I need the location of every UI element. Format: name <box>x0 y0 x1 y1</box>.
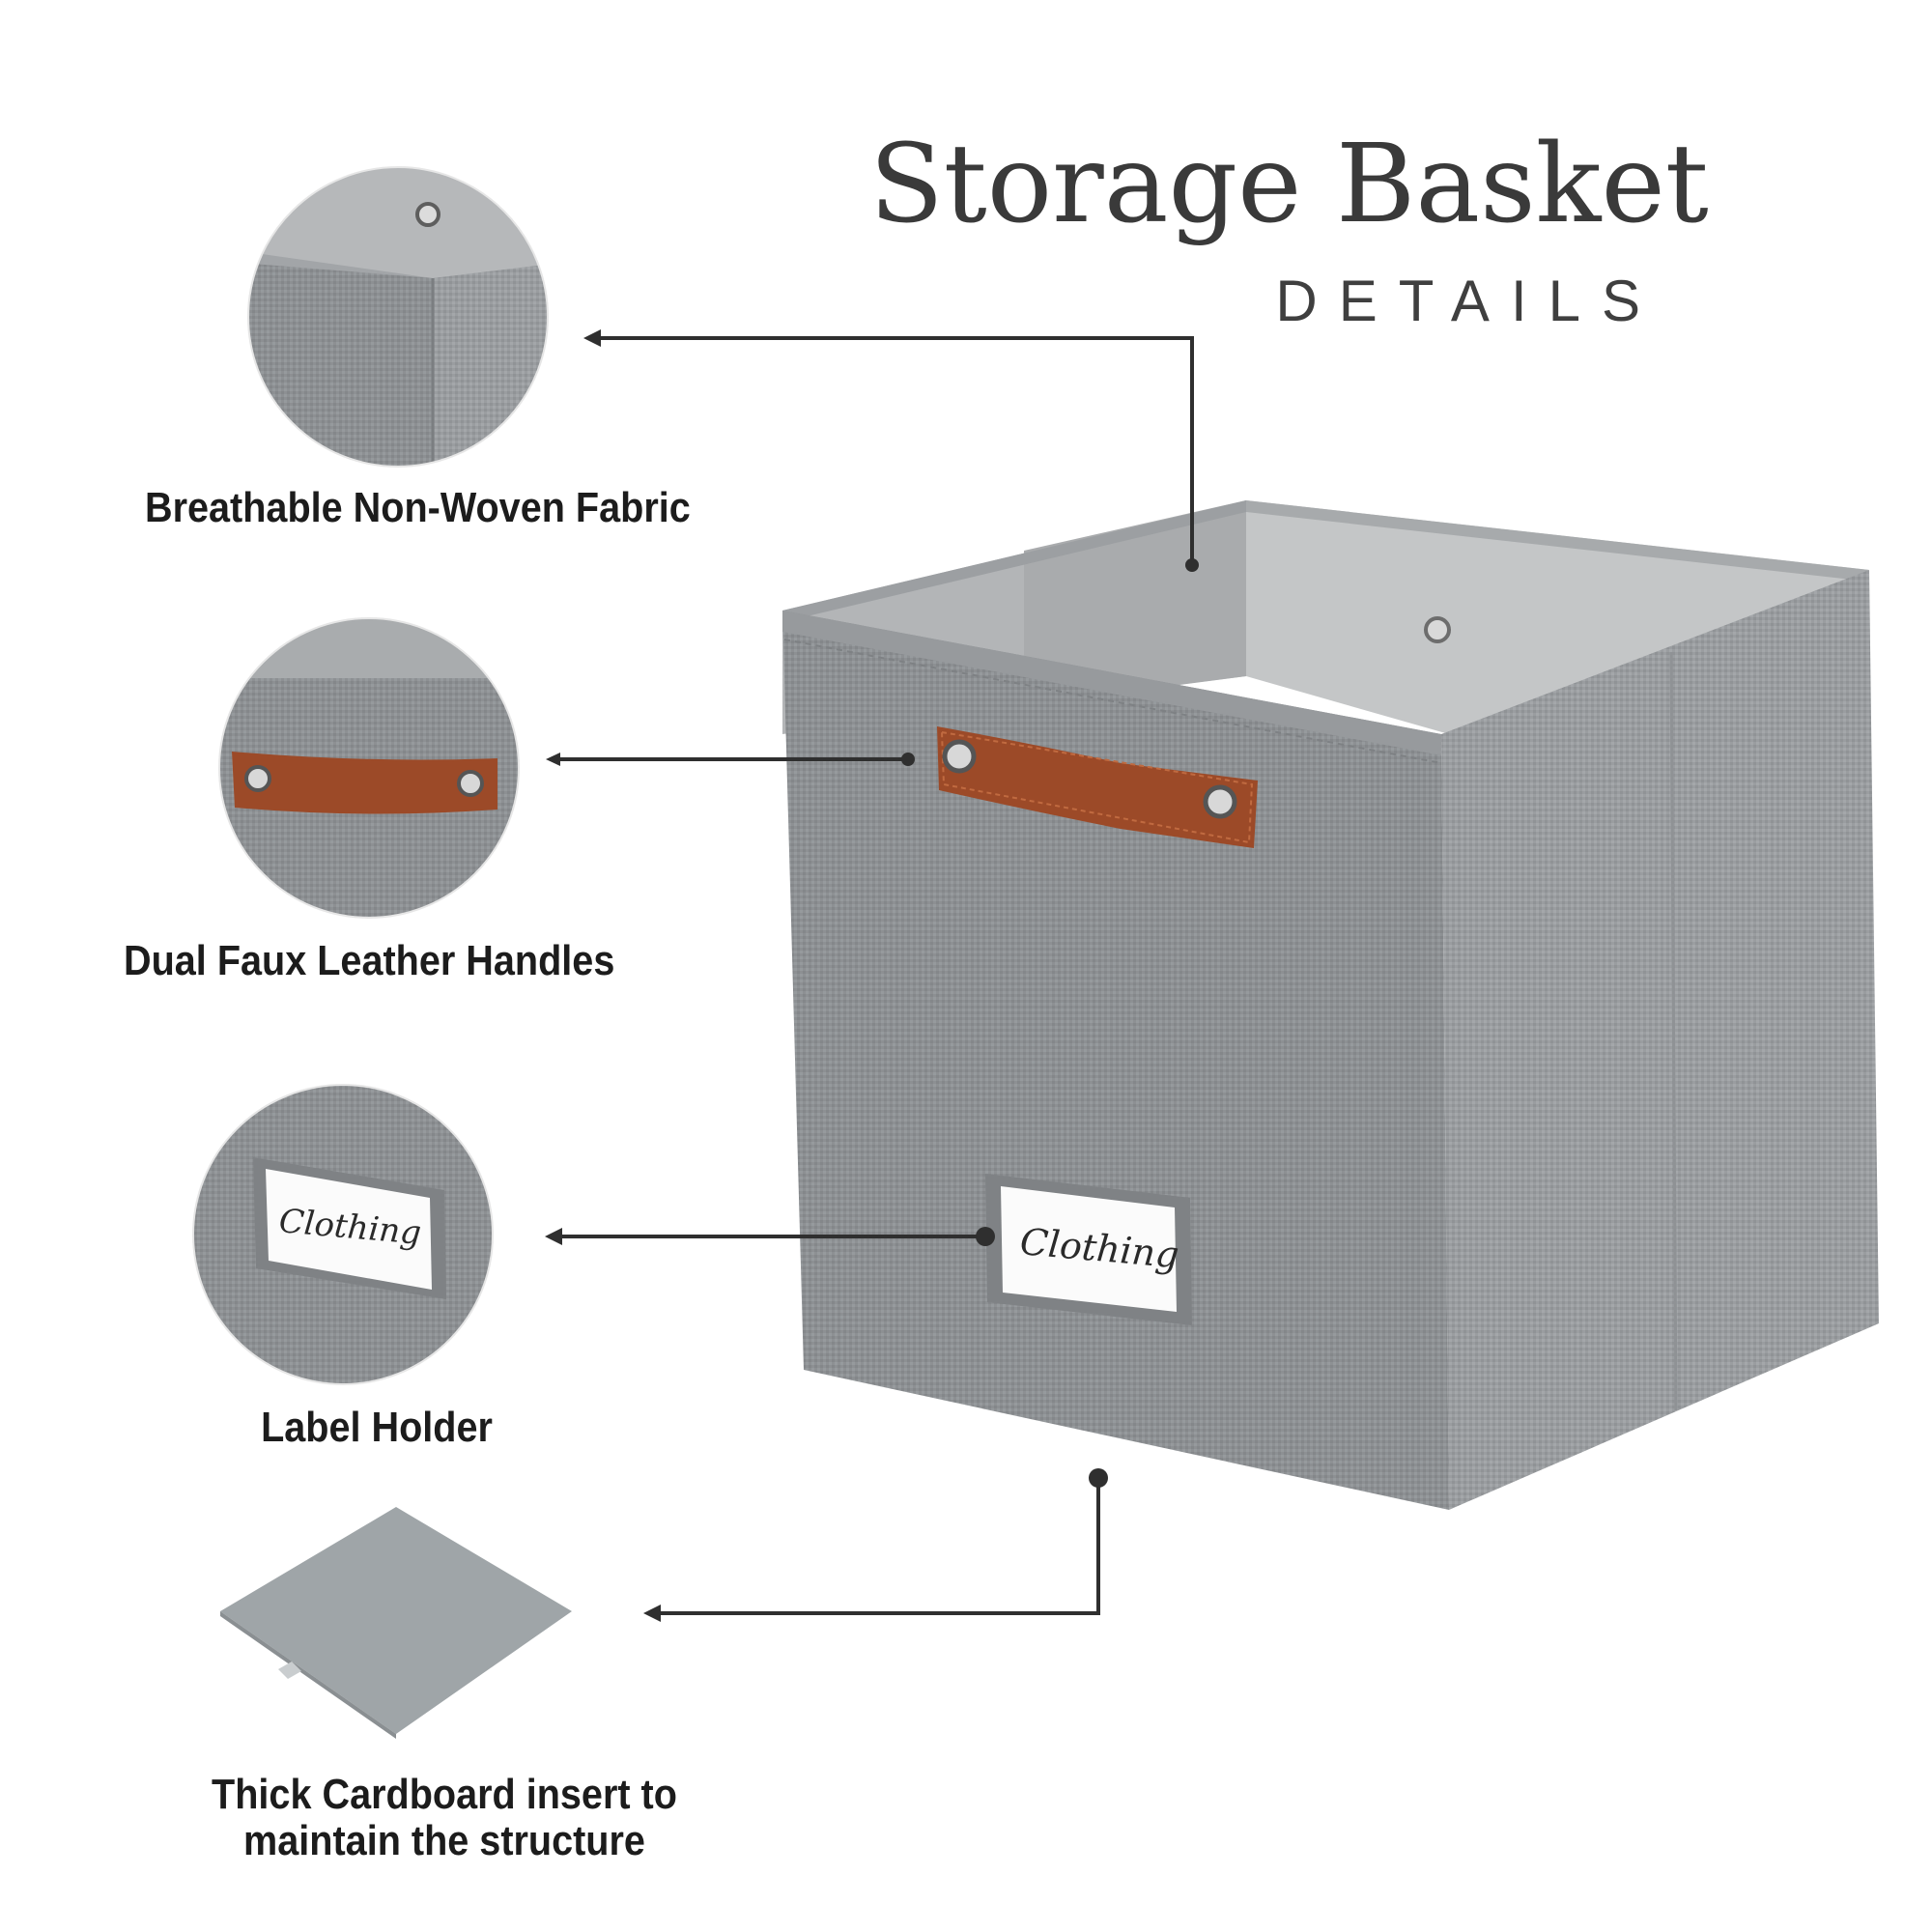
handle-rivet-icon <box>457 770 484 797</box>
handle-detail-circle <box>218 617 520 919</box>
caption-fabric: Breathable Non-Woven Fabric <box>145 484 691 531</box>
handle-rivet-icon <box>942 739 977 774</box>
caption-cardboard-line-1: Thick Cardboard insert to <box>212 1771 677 1818</box>
caption-cardboard-insert: Thick Cardboard insert to maintain the s… <box>184 1772 705 1863</box>
grommet-icon <box>1424 616 1451 643</box>
arrow-left-icon <box>643 1605 661 1622</box>
basket-side-face <box>1441 570 1879 1510</box>
caption-label-holder: Label Holder <box>261 1404 493 1451</box>
page-title: Storage Basket <box>869 122 1709 247</box>
caption-handles: Dual Faux Leather Handles <box>124 937 615 984</box>
arrow-left-icon <box>583 329 601 347</box>
label-detail-circle: Clothing <box>192 1084 494 1385</box>
arrow-left-icon <box>545 1228 562 1245</box>
callout-lines <box>551 336 1194 1615</box>
fabric-detail-circle <box>247 166 549 468</box>
leather-handle <box>937 726 1258 848</box>
callout-line-fabric <box>589 336 1194 565</box>
callout-arrowheads <box>545 329 1199 1622</box>
storage-basket: Clothing <box>782 500 1879 1510</box>
label-holder: Clothing <box>985 1174 1192 1325</box>
basket-front-face <box>782 611 1449 1510</box>
handle-rivet-icon <box>1203 784 1237 819</box>
caption-cardboard-line-2: maintain the structure <box>243 1816 645 1864</box>
handle-rivet-icon <box>244 765 271 792</box>
arrow-left-icon <box>546 753 560 766</box>
page-subtitle: DETAILS <box>1275 269 1662 333</box>
grommet-icon <box>415 202 440 227</box>
callout-line-insert <box>649 1478 1100 1615</box>
cardboard-insert <box>220 1507 572 1739</box>
